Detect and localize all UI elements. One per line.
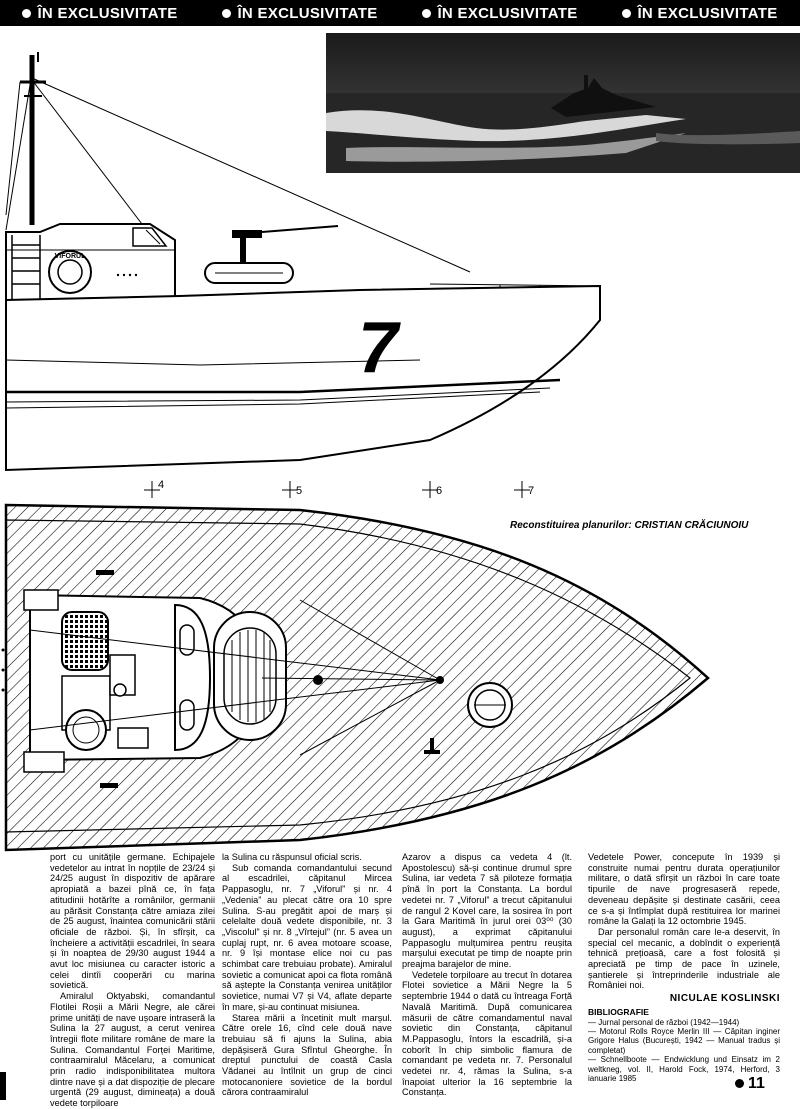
bibliography-item: — Schnellboote — Endwicklung und Einsatz… (588, 1055, 780, 1083)
paragraph: la Sulina cu răspunsul oficial scris. (222, 852, 362, 862)
margin-marks (1, 648, 5, 692)
bullet-icon (222, 9, 232, 19)
banner-item: ÎN EXCLUSIVITATE (622, 5, 777, 22)
article-column-1: port cu unitățile germane. Echipajele ve… (50, 852, 215, 1109)
paragraph: Amiralul Oktyabski, comandantul Flotilei… (50, 991, 215, 1109)
banner-item: ÎN EXCLUSIVITATE (422, 5, 577, 22)
frame-mark: 5 (296, 485, 302, 497)
paragraph: Starea mării a încetinit mult marșul. Că… (222, 1012, 392, 1098)
paragraph: Vedetele Power, concepute în 1939 și con… (588, 852, 780, 927)
bullet-icon (422, 9, 432, 19)
life-ring-label: VIFORUL (55, 253, 86, 260)
page-number: 11 (735, 1075, 765, 1093)
bibliography-item: — Jurnal personal de război (1942—1944) (588, 1017, 740, 1027)
deck-plan (4, 503, 710, 852)
banner-item: ÎN EXCLUSIVITATE (222, 5, 377, 22)
paragraph: Azarov a dispus ca vedeta 4 (lt. Apostol… (402, 852, 572, 970)
boat-plan-drawing: VIFORUL 7 4 5 (1, 52, 710, 852)
drawing-credit: Reconstituirea planurilor: CRISTIAN CRĂC… (510, 520, 749, 531)
author-name: NICULAE KOSLINSKI (669, 993, 780, 1005)
bibliography-title: BIBLIOGRAFIE (588, 1006, 649, 1017)
paragraph: Vedetele torpiloare au trecut în dotarea… (402, 969, 572, 1098)
article-column-4: Vedetele Power, concepute în 1939 și con… (588, 852, 780, 1083)
paragraph: Sub comanda comandantului secund al esca… (222, 862, 392, 1012)
banner-item: ÎN EXCLUSIVITATE (22, 5, 177, 22)
exclusive-banner: ÎN EXCLUSIVITATE ÎN EXCLUSIVITATE ÎN EXC… (0, 0, 800, 26)
bullet-icon (22, 9, 32, 19)
article-column-2: la Sulina cu răspunsul oficial scris. Su… (222, 852, 392, 1098)
frame-mark: 7 (528, 485, 534, 497)
frame-mark: 4 (158, 479, 164, 491)
edge-mark (0, 1072, 6, 1100)
paragraph: port cu unitățile germane. Echipajele ve… (50, 852, 215, 991)
bibliography-item: — Motorul Rolls Royce Merlin III — Căpit… (588, 1026, 780, 1055)
bullet-icon (735, 1079, 744, 1089)
article-column-3: Azarov a dispus ca vedeta 4 (lt. Apostol… (402, 852, 572, 1098)
hull-number: 7 (358, 308, 401, 388)
bullet-icon (622, 9, 632, 19)
paragraph: Dar personalul român care le-a deservit,… (588, 926, 780, 991)
side-elevation: VIFORUL 7 4 5 (5, 52, 601, 498)
frame-mark: 6 (436, 485, 442, 497)
boat-photo (326, 33, 800, 173)
